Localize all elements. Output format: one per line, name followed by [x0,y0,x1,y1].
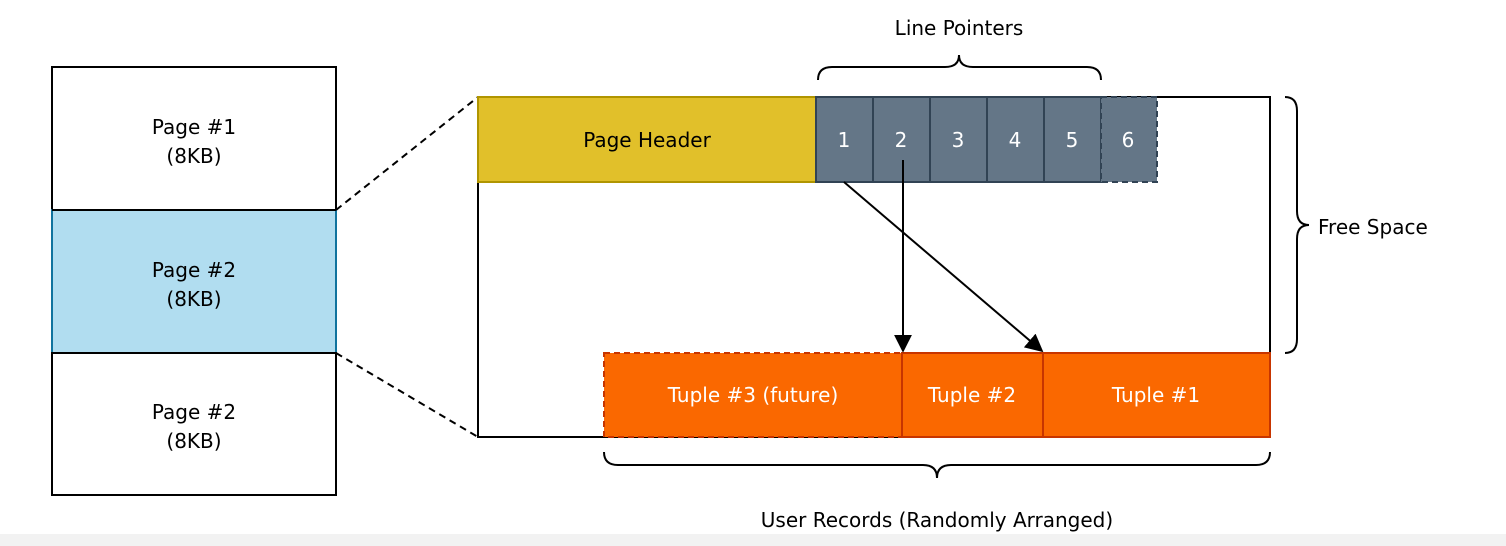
line-pointer-4-rect [986,96,1045,183]
page-box-2-size: (8KB) [166,287,221,311]
line-pointers-label: Line Pointers [895,16,1024,40]
user-records-brace [603,451,1271,479]
user-records: Tuple #3 (future) Tuple #2 Tuple #1 [603,352,1271,438]
line-pointer-4[interactable]: 4 [986,96,1045,183]
line-pointer-6-future[interactable]: 6 [1100,96,1158,183]
page-header-rect [477,96,817,183]
tuple-1[interactable]: Tuple #1 [1042,352,1271,438]
bottom-strip [0,534,1506,546]
line-pointer-5[interactable]: 5 [1043,96,1102,183]
tuple-2-label: Tuple #2 [927,383,1016,407]
tuple-1-rect [1042,352,1271,438]
page-layout-diagram: Page #1 (8KB) Page #2 (8KB) Page #2 (8KB… [51,16,1428,532]
line-pointer-3-label: 3 [952,128,965,152]
line-pointers-brace [817,54,1102,81]
page-header-label: Page Header [583,128,711,152]
line-pointer-1[interactable]: 1 [815,96,874,183]
zoom-line-bottom [335,352,479,438]
line-pointer-6-label: 6 [1122,128,1135,152]
line-pointers: 1 2 3 4 5 6 [815,96,1158,183]
page-box-1-label: Page #1 [152,115,236,139]
line-pointer-3-rect [929,96,988,183]
free-space-label: Free Space [1318,215,1428,239]
tuple-2-rect [901,352,1044,438]
page-box-3-size: (8KB) [166,429,221,453]
line-pointer-4-label: 4 [1009,128,1022,152]
line-pointer-6-rect [1100,96,1158,183]
page-box-3[interactable]: Page #2 (8KB) [51,352,337,496]
page-header-block[interactable]: Page Header [477,96,817,183]
tuple-1-label: Tuple #1 [1111,383,1200,407]
line-pointer-3[interactable]: 3 [929,96,988,183]
page-box-1-rect [51,66,337,211]
page-box-2-rect [51,209,337,354]
line-pointer-2[interactable]: 2 [872,96,931,183]
page-box-1[interactable]: Page #1 (8KB) [51,66,337,211]
page-box-1-size: (8KB) [166,144,221,168]
zoom-line-top [335,96,479,211]
tuple-2[interactable]: Tuple #2 [901,352,1044,438]
page-box-3-rect [51,352,337,496]
line-pointer-1-rect [815,96,874,183]
page-box-3-label: Page #2 [152,400,236,424]
tuple-3-label: Tuple #3 (future) [667,383,839,407]
page-box-2[interactable]: Page #2 (8KB) [51,209,337,354]
line-pointer-2-label: 2 [895,128,908,152]
user-records-label: User Records (Randomly Arranged) [761,508,1113,532]
line-pointer-5-rect [1043,96,1102,183]
line-pointer-5-label: 5 [1066,128,1079,152]
tuple-3-rect [603,352,903,438]
line-pointer-2-rect [872,96,931,183]
tuple-3-future[interactable]: Tuple #3 (future) [603,352,903,438]
line-pointer-1-label: 1 [838,128,851,152]
page-box-2-label: Page #2 [152,258,236,282]
free-space-brace [1284,96,1310,354]
page-stack: Page #1 (8KB) Page #2 (8KB) Page #2 (8KB… [51,66,337,496]
arrow-pointer-1-to-tuple-1 [843,181,1044,353]
